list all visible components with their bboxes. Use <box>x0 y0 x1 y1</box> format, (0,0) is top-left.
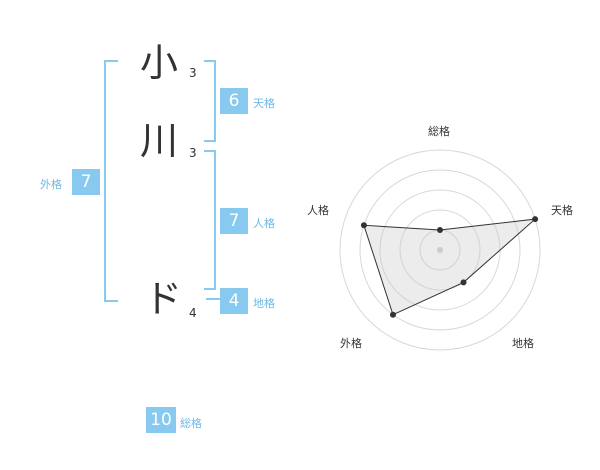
gaikaku-bracket <box>104 60 118 302</box>
name-char-1: 小 <box>140 41 179 85</box>
radar-point <box>460 279 467 286</box>
chikaku-label: 地格 <box>253 297 275 310</box>
radar-point <box>389 311 396 318</box>
radar-axis-label-tenkaku: 天格 <box>551 204 573 217</box>
gaikaku-value: 7 <box>72 169 100 195</box>
stroke-count-1: 3 <box>189 66 197 80</box>
jinkaku-bracket <box>204 150 216 290</box>
tenkaku-bracket <box>204 60 216 142</box>
stroke-count-2: 3 <box>189 146 197 160</box>
radar-center-dot <box>437 247 443 253</box>
radar-axis-label-gaikaku: 外格 <box>340 337 362 350</box>
radar-series-polygon <box>363 218 537 316</box>
chikaku-value: 4 <box>220 288 248 314</box>
radar-point <box>360 222 367 229</box>
chikaku-connector <box>206 298 220 300</box>
soukaku-value: 10 <box>146 407 176 433</box>
name-char-2: 川 <box>140 119 179 163</box>
radar-axis-label-soukaku: 総格 <box>428 125 450 138</box>
soukaku-label: 総格 <box>180 417 202 430</box>
radar-axis-label-chikaku: 地格 <box>512 337 534 350</box>
gaikaku-label: 外格 <box>40 178 62 191</box>
radar-point <box>532 216 539 223</box>
jinkaku-value: 7 <box>220 208 248 234</box>
radar-axis-label-jinkaku: 人格 <box>307 204 329 217</box>
tenkaku-label: 天格 <box>253 97 275 110</box>
tenkaku-value: 6 <box>220 88 248 114</box>
stroke-count-3: 4 <box>189 306 197 320</box>
name-char-3: ド <box>144 277 183 321</box>
radar-chart <box>339 149 541 351</box>
radar-point <box>437 227 443 233</box>
jinkaku-label: 人格 <box>253 217 275 230</box>
